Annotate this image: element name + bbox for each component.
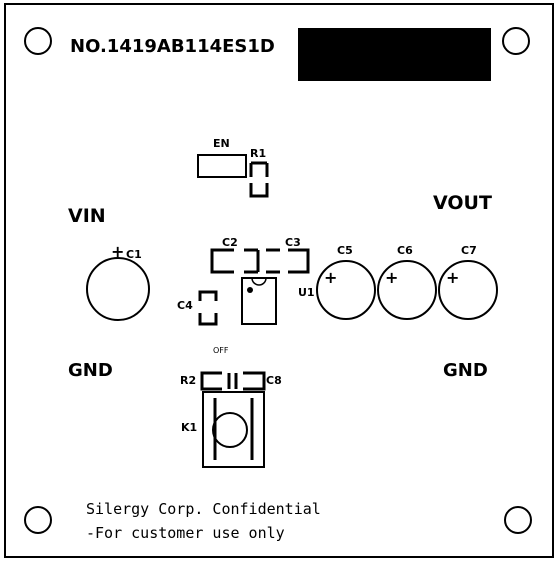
c8-label: C8 bbox=[266, 374, 282, 387]
mounting-hole-bottom-left bbox=[24, 506, 52, 534]
k1-switch-body bbox=[202, 391, 265, 468]
c2-label: C2 bbox=[222, 236, 238, 249]
c5-plus-icon: + bbox=[324, 268, 338, 287]
vout-label: VOUT bbox=[433, 192, 492, 214]
vin-label: VIN bbox=[68, 205, 106, 227]
c1-footprint bbox=[86, 257, 150, 321]
en-label: EN bbox=[213, 137, 230, 150]
c6-plus-icon: + bbox=[385, 268, 399, 287]
gnd-left-label: GND bbox=[68, 360, 113, 381]
c1-plus-icon: + bbox=[111, 242, 125, 261]
k1-switch-button bbox=[212, 412, 248, 448]
u1-label: U1 bbox=[298, 286, 315, 299]
pcb-outline bbox=[4, 3, 554, 558]
c5-label: C5 bbox=[337, 244, 353, 257]
mounting-hole-top-left bbox=[24, 27, 52, 55]
c4-label: C4 bbox=[177, 299, 193, 312]
c7-footprint bbox=[438, 260, 498, 320]
r1-footprint bbox=[249, 161, 269, 198]
u1-package bbox=[241, 277, 277, 325]
c6-label: C6 bbox=[397, 244, 413, 257]
c5-footprint bbox=[316, 260, 376, 320]
k1-label: K1 bbox=[181, 421, 198, 434]
c6-footprint bbox=[377, 260, 437, 320]
mounting-hole-bottom-right bbox=[504, 506, 532, 534]
off-label: OFF bbox=[213, 346, 229, 355]
redaction-block bbox=[298, 28, 491, 81]
part-number: NO.1419AB114ES1D bbox=[70, 36, 275, 57]
r1-label: R1 bbox=[250, 147, 267, 160]
c3-label: C3 bbox=[285, 236, 301, 249]
r2-label: R2 bbox=[180, 374, 197, 387]
mounting-hole-top-right bbox=[502, 27, 530, 55]
c2-c3-footprint bbox=[210, 248, 310, 274]
footer-line-2: -For customer use only bbox=[86, 524, 285, 542]
u1-pin1-dot bbox=[247, 287, 253, 293]
r2-c8-footprint bbox=[200, 371, 266, 391]
c1-label: C1 bbox=[126, 248, 142, 261]
k1-switch-rails bbox=[213, 398, 254, 460]
c4-footprint bbox=[198, 290, 218, 326]
footer-line-1: Silergy Corp. Confidential bbox=[86, 500, 321, 518]
c7-plus-icon: + bbox=[446, 268, 460, 287]
en-pad bbox=[197, 154, 247, 178]
u1-notch bbox=[251, 277, 267, 286]
c7-label: C7 bbox=[461, 244, 477, 257]
gnd-right-label: GND bbox=[443, 360, 488, 381]
